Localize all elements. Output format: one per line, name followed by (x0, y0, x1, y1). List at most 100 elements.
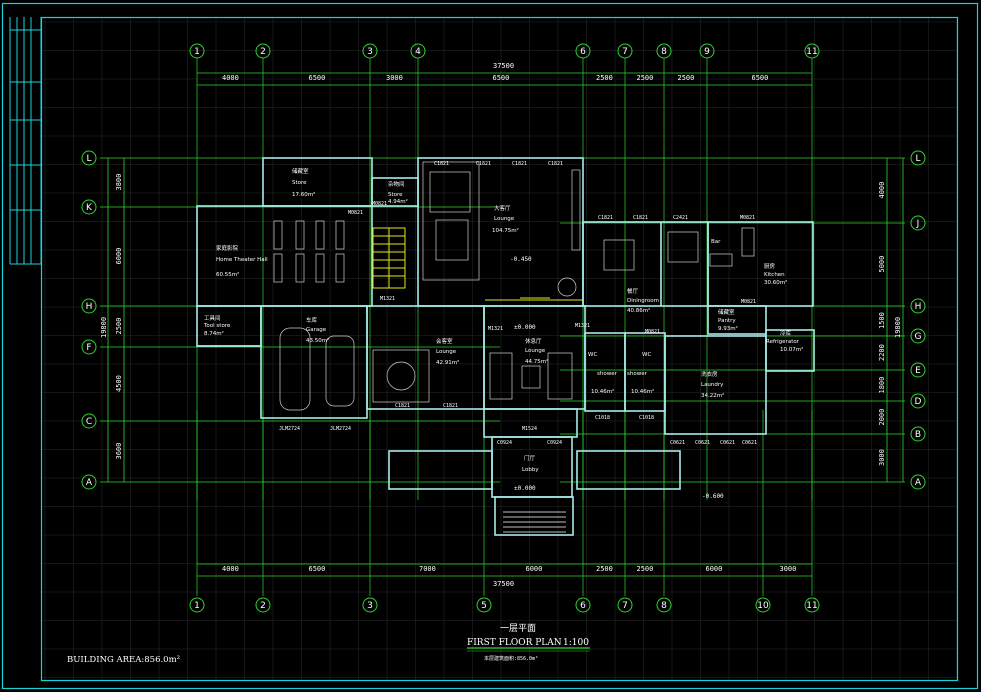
axis-bubble (81, 339, 97, 355)
code: C0924 (547, 440, 562, 446)
code: M0821 (348, 210, 363, 216)
room-lobby-en: Lobby (522, 467, 539, 473)
dim-total-bottom: 37500 (493, 580, 514, 588)
axis-label: 6 (580, 47, 586, 57)
dim-total-right: 19800 (894, 317, 902, 338)
axis-bubble (476, 597, 492, 613)
axis-bubble (255, 597, 271, 613)
room-kitchen-en: Kitchen (764, 272, 785, 278)
axis-label: 7 (622, 601, 628, 611)
dim-label: 2500 (637, 565, 654, 573)
code: M1321 (575, 323, 590, 329)
room-garage-cn: 车库 (306, 316, 318, 324)
room-fridge-area: 10.07m² (780, 346, 803, 353)
axis-label: 3 (367, 47, 373, 57)
code: C0621 (670, 440, 685, 446)
axis-bubble (81, 298, 97, 314)
axis-label: D (915, 397, 922, 407)
dim-label: 1500 (878, 312, 886, 329)
axis-label: 7 (622, 47, 628, 57)
axis-label: 3 (367, 601, 373, 611)
shower-label-2: shower (627, 371, 648, 377)
dim-label: 6500 (493, 74, 510, 82)
shower-label-1: shower (597, 371, 618, 377)
dim-label: 3800 (115, 174, 123, 191)
furniture (273, 161, 755, 411)
code: C0924 (497, 440, 512, 446)
dim-total-top: 37500 (493, 62, 514, 70)
room-store-en: Store (292, 180, 307, 186)
axis-label: J (916, 219, 920, 229)
room-garage-area: 43.50m² (306, 337, 329, 344)
dim-label: 4000 (222, 565, 239, 573)
room-store2-en: Store (388, 192, 403, 198)
axis-grid-lines (100, 58, 905, 596)
room-fridge-en: Refrigerator (766, 339, 800, 345)
axis-bubble (910, 362, 926, 378)
code: C0621 (742, 440, 757, 446)
wc-area-1: 10.46m² (591, 388, 614, 395)
axis-label: 10 (757, 601, 769, 611)
room-laundry-cn: 洗衣房 (701, 370, 718, 378)
room-lounge2-area: 42.91m² (436, 359, 459, 366)
axis-bubble (189, 597, 205, 613)
axis-label: B (915, 430, 921, 440)
code: C0621 (695, 440, 710, 446)
code: M0821 (372, 201, 387, 207)
code: M0821 (741, 299, 756, 305)
background-grid (42, 18, 958, 680)
dim-label: 3000 (878, 449, 886, 466)
axis-bubble (804, 597, 820, 613)
entrance-steps (503, 511, 566, 533)
bar-label: Bar (711, 239, 721, 245)
axis-bubble (910, 328, 926, 344)
walls (196, 157, 815, 536)
axis-bubble (575, 43, 591, 59)
room-rest-en: Lounge (525, 348, 546, 354)
level-lounge: -0.450 (510, 256, 532, 263)
wc-label-1: WC (588, 352, 597, 358)
room-dining-en: Diningroom (627, 298, 659, 304)
axis-bubble (755, 597, 771, 613)
dim-total-left: 19800 (100, 317, 108, 338)
room-pantry-cn: 储藏室 (718, 308, 735, 316)
code: M0821 (740, 215, 755, 221)
building-area: BUILDING AREA:856.0m² (67, 655, 180, 665)
axis-bubble (910, 150, 926, 166)
axis-bubble (362, 43, 378, 59)
axis-label: K (86, 203, 93, 213)
room-theater-cn: 家庭影院 (216, 244, 239, 252)
dim-label: 6500 (309, 74, 326, 82)
room-tool-area: 8.74m² (204, 330, 224, 337)
dim-label: 6000 (115, 248, 123, 265)
axis-bubble (617, 597, 633, 613)
axis-label: L (915, 154, 920, 164)
axis-bubble (910, 215, 926, 231)
axis-bubble (804, 43, 820, 59)
dim-label: 2500 (115, 318, 123, 335)
dim-label: 1800 (878, 377, 886, 394)
code: C1821 (548, 161, 563, 167)
axis-label: C (86, 417, 92, 427)
room-dining-cn: 餐厅 (627, 287, 639, 295)
axis-bubble (81, 413, 97, 429)
room-store-cn: 储藏室 (292, 167, 309, 175)
axis-label: 4 (415, 47, 421, 57)
wc-label-2: WC (642, 352, 651, 358)
axis-bubble (656, 43, 672, 59)
title-scale: 1:100 (563, 638, 589, 648)
axis-bubble (910, 426, 926, 442)
room-kitchen-area: 30.60m² (764, 279, 787, 286)
room-rest-area: 44.75m² (525, 358, 548, 365)
dim-label: 6000 (526, 565, 543, 573)
code: C2421 (673, 215, 688, 221)
room-rest-cn: 休息厅 (525, 337, 542, 345)
room-dining-area: 40.86m² (627, 307, 650, 314)
dim-label: 2000 (878, 409, 886, 426)
code: C1821 (476, 161, 491, 167)
room-store2-cn: 杂物间 (388, 180, 405, 188)
axis-bubble (410, 43, 426, 59)
dim-label: 2200 (878, 344, 886, 361)
dim-label: 6500 (309, 565, 326, 573)
